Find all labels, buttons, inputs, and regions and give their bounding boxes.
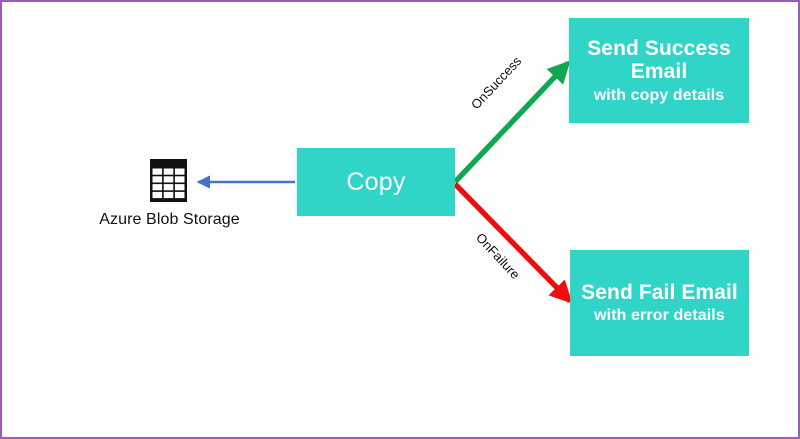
edge-copy-onfailure [453,182,573,304]
blob-storage-label: Azure Blob Storage [99,211,240,228]
node-send-success-email[interactable]: Send Success Email with copy details [569,18,749,123]
node-send-fail-email-title: Send Fail Email [581,280,738,304]
edge-label-onfailure: OnFailure [473,230,523,282]
node-send-success-email-title: Send Success Email [587,36,731,84]
table-grid-icon [149,158,188,203]
node-copy-title: Copy [346,168,406,196]
edge-label-onsuccess: OnSuccess [468,53,525,113]
node-send-success-email-subtitle: with copy details [593,86,725,104]
node-send-fail-email[interactable]: Send Fail Email with error details [570,250,749,356]
node-send-fail-email-subtitle: with error details [594,307,725,325]
edge-copy-onsuccess [453,60,571,184]
node-copy[interactable]: Copy [297,148,455,216]
